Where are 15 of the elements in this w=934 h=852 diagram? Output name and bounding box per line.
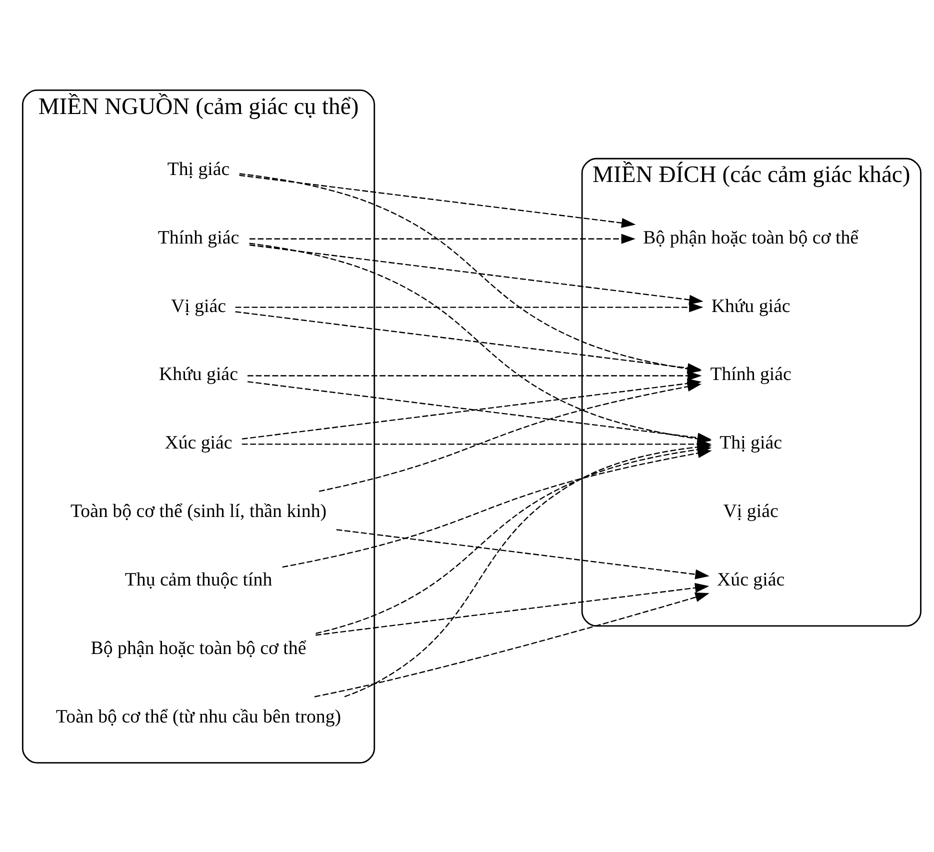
node-text: Thụ cảm thuộc tính	[124, 569, 272, 590]
node-text: Vị giác	[171, 295, 226, 316]
node-text: Toàn bộ cơ thể (sinh lí, thần kinh)	[70, 500, 327, 522]
node-text: Thị giác	[167, 158, 230, 180]
node-text: Toàn bộ cơ thể (từ nhu cầu bên trong)	[56, 706, 342, 727]
node-text: Xúc giác	[717, 569, 785, 590]
node-text: Khứu giác	[711, 295, 790, 316]
node-text: Vị giác	[723, 500, 778, 522]
node-text: Thị giác	[720, 432, 782, 454]
node-text: Xúc giác	[164, 432, 232, 454]
node-text: Thính giác	[158, 226, 240, 248]
node-text: Bộ phận hoặc toàn bộ cơ thể	[90, 638, 306, 659]
node-text: Khứu giác	[159, 364, 238, 385]
node-text: Bộ phận hoặc toàn bộ cơ thể	[643, 226, 859, 248]
node-text: Thính giác	[710, 364, 792, 385]
